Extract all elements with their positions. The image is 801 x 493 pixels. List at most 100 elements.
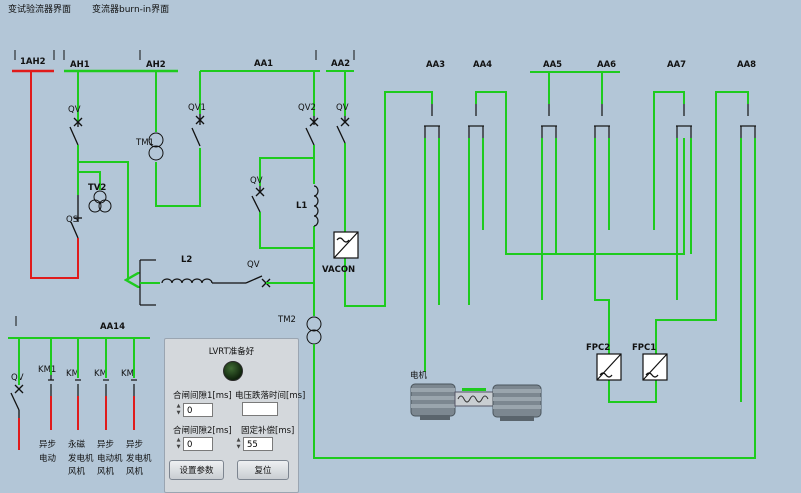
fixed-comp-spinner[interactable]: ▲▼ <box>236 437 241 450</box>
close-gap2-spinner[interactable]: ▲▼ <box>176 437 181 450</box>
lvrt-ready-indicator <box>223 361 243 381</box>
reset-button[interactable]: 复位 <box>237 460 289 480</box>
switch-qv-aa14[interactable] <box>10 338 24 418</box>
label-km1: KM1 <box>38 365 56 375</box>
label-tm2: TM2 <box>277 315 296 325</box>
load-2-line3: 风机 <box>68 466 86 477</box>
label-tm1: TM1 <box>135 138 154 148</box>
bus-label-aa14: AA14 <box>100 322 125 332</box>
close-gap2-input[interactable]: 0 <box>183 437 213 451</box>
close-gap1-label: 合闸间隙1[ms] <box>173 391 232 401</box>
wire-l2-right <box>266 248 315 316</box>
transformer-tm2[interactable] <box>306 316 322 345</box>
label-qv-aa14: QV <box>11 373 24 383</box>
wire-aa2 <box>344 71 433 307</box>
label-km2: KM <box>66 369 79 379</box>
fixed-comp-input[interactable]: 55 <box>243 437 273 451</box>
switch-qv-mid[interactable] <box>251 186 265 213</box>
label-qs: QS <box>66 215 78 225</box>
transformer-tm1[interactable] <box>148 132 164 161</box>
contactor-km1[interactable] <box>48 338 54 430</box>
set-parameters-button[interactable]: 设置参数 <box>169 460 224 480</box>
motor-generator-set[interactable] <box>410 383 542 421</box>
breaker-group-aa4[interactable] <box>468 104 484 138</box>
lvrt-ready-label: LVRT准备好 <box>208 347 255 357</box>
label-qv1: QV1 <box>188 103 206 113</box>
busbar-aa14[interactable] <box>8 316 150 339</box>
load-4-line2: 发电机 <box>126 453 152 464</box>
label-l2: L2 <box>181 255 192 265</box>
wire-ah2 <box>155 71 201 207</box>
bus-label-aa2: AA2 <box>331 59 350 69</box>
label-tv2: TV2 <box>88 183 106 193</box>
close-gap1-spinner[interactable]: ▲▼ <box>176 403 181 416</box>
bus-label-ah1: AH1 <box>70 60 90 70</box>
bus-label-aa7: AA7 <box>667 60 686 70</box>
contactor-km3[interactable] <box>103 338 109 430</box>
load-3-line2: 电动机 <box>97 453 123 464</box>
load-4-line3: 风机 <box>126 466 144 477</box>
bus-label-aa6: AA6 <box>597 60 616 70</box>
tab-converter-burn-in[interactable]: 变流器burn-in界面 <box>92 5 170 15</box>
wire-ah1-down <box>77 145 128 280</box>
label-l1: L1 <box>296 201 307 211</box>
label-motor: 电机 <box>410 370 428 381</box>
bus-label-aa3: AA3 <box>426 60 445 70</box>
converter-fpc1[interactable] <box>642 353 668 381</box>
load-2-line2: 发电机 <box>68 453 94 464</box>
inductor-l2[interactable] <box>161 278 240 284</box>
wire-right-network <box>424 72 749 403</box>
lvrt-control-panel: LVRT准备好 合闸间隙1[ms] 电压跌落时间[ms] ▲▼ 0 合闸间隙2[… <box>164 338 305 493</box>
load-3-line1: 异步 <box>97 440 114 450</box>
feeder-1ah2-red <box>30 71 79 279</box>
load-1-line1: 异步 <box>39 440 56 450</box>
label-vacon: VACON <box>322 265 355 275</box>
contactor-km2[interactable] <box>75 338 81 430</box>
label-km3: KM <box>94 369 107 379</box>
voltage-drop-time-label: 电压跌落时间[ms] <box>235 391 306 401</box>
contactor-km4[interactable] <box>131 338 137 430</box>
busbar-1ah2[interactable] <box>12 50 55 73</box>
wire-tm2-down <box>313 138 756 459</box>
bus-label-aa4: AA4 <box>473 60 492 70</box>
voltage-drop-time-input[interactable] <box>242 402 278 416</box>
bus-label-aa8: AA8 <box>737 60 756 70</box>
switch-qs[interactable] <box>70 195 82 239</box>
switch-qv-aa2[interactable] <box>336 116 350 144</box>
bus-label-aa1: AA1 <box>254 59 273 69</box>
load-4-line1: 异步 <box>126 440 143 450</box>
breaker-group-aa8[interactable] <box>740 104 756 138</box>
load-3-line3: 风机 <box>97 466 115 477</box>
switch-qv1[interactable] <box>191 114 205 147</box>
bus-label-ah2: AH2 <box>146 60 166 70</box>
label-fpc1: FPC1 <box>632 343 656 353</box>
breaker-group-aa5[interactable] <box>541 104 557 138</box>
label-fpc2: FPC2 <box>586 343 610 353</box>
converter-fpc2[interactable] <box>596 353 622 381</box>
fixed-comp-label: 固定补偿[ms] <box>241 426 295 436</box>
busbar-ah1-aa1[interactable] <box>63 50 355 73</box>
breaker-group-aa6[interactable] <box>594 104 610 138</box>
bus-label-aa5: AA5 <box>543 60 562 70</box>
tab-converter-test[interactable]: 变试验流器界面 <box>8 5 72 15</box>
bus-label-1ah2: 1AH2 <box>20 57 46 67</box>
switch-qv2[interactable] <box>305 116 319 146</box>
label-qv-aa2: QV <box>336 103 349 113</box>
label-qv-l2: QV <box>247 260 260 270</box>
load-1-line2: 电动 <box>39 453 57 464</box>
label-km4: KM <box>121 369 134 379</box>
label-qv-ah1: QV <box>68 105 81 115</box>
label-qv2: QV2 <box>298 103 316 113</box>
label-qv-mid: QV <box>250 176 263 186</box>
converter-vacon[interactable] <box>333 231 359 259</box>
transformer-tv2[interactable] <box>88 190 112 213</box>
switch-qv-l2[interactable] <box>240 275 271 288</box>
switch-qv-ah1[interactable] <box>69 117 83 146</box>
close-gap1-input[interactable]: 0 <box>183 403 213 417</box>
load-2-line1: 永磁 <box>68 439 86 450</box>
breaker-group-aa3[interactable] <box>424 104 440 138</box>
close-gap2-label: 合闸间隙2[ms] <box>173 426 232 436</box>
inductor-l1[interactable] <box>313 185 319 227</box>
breaker-group-aa7[interactable] <box>676 104 692 138</box>
